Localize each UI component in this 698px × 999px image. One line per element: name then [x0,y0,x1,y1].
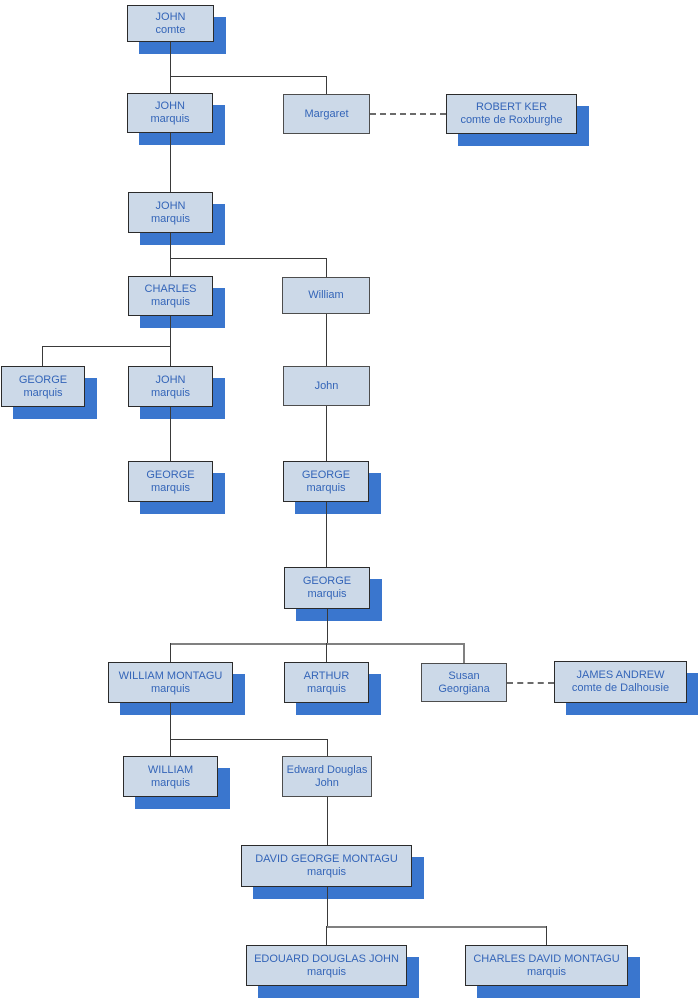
person-name: JAMES ANDREW [576,669,665,681]
person-name: JOHN [155,373,186,386]
person-title: marquis [150,212,191,225]
person-name: William [308,289,344,301]
person-name: WILLIAM MONTAGU [118,669,223,682]
connector-line [327,609,328,643]
connector-line [170,703,171,739]
connector-line [170,407,171,461]
person-name: GEORGE [18,373,68,386]
person-title: marquis [307,588,347,600]
connector-line [170,42,171,76]
connector-line [170,643,464,645]
person-title: marquis [306,481,346,494]
person-box-susan-georgiana[interactable]: Susan Georgiana [421,663,507,702]
connector-line [326,926,327,945]
connector-line [327,887,328,926]
person-name: DAVID GEORGE MONTAGU [255,853,398,865]
connector-line [170,76,326,77]
person-name: GEORGE [302,575,352,587]
person-name: GEORGE [146,468,195,481]
connector-line [170,233,171,258]
connector-line [170,316,171,366]
person-title: marquis [150,386,191,399]
person-name: JOHN [155,199,186,212]
person-title: comte [155,23,186,36]
marriage-dashed-line [370,113,446,115]
person-title: comte de Roxburghe [460,114,563,126]
person-name: Margaret [304,107,349,120]
person-name: CHARLES [144,283,197,295]
connector-line [327,739,328,756]
connector-line [326,643,327,662]
person-title: marquis [150,776,191,789]
connector-line [42,346,170,347]
connector-line [326,258,327,277]
person-name: WILLIAM [147,763,194,776]
person-box-margaret[interactable]: Margaret [283,94,370,134]
connector-line [326,502,327,567]
connector-line [326,926,546,928]
person-title: marquis [150,113,190,125]
person-title: marquis [306,866,347,878]
person-name: CHARLES DAVID MONTAGU [473,952,620,965]
connector-line [42,346,43,366]
connector-line [170,76,171,93]
person-title: marquis [150,481,191,494]
connector-line [326,314,327,366]
person-name: John [314,379,339,392]
person-title: marquis [150,296,191,308]
person-box-edward-douglas-john[interactable]: Edward Douglas John [282,756,372,797]
connector-line [170,643,171,662]
connector-line [546,926,547,945]
person-title: marquis [150,682,191,695]
person-title: marquis [306,682,347,695]
person-name: JOHN [155,10,186,23]
connector-line [327,797,328,845]
person-box-john-2[interactable]: John [283,366,370,406]
person-name: GEORGE [301,468,351,481]
connector-line [170,739,327,740]
connector-line [326,406,327,461]
person-name: ARTHUR [303,669,350,682]
connector-line [326,76,327,94]
connector-line [170,739,171,756]
person-name: JOHN [155,100,185,112]
connector-line [170,258,326,259]
person-title: marquis [526,965,567,978]
connector-line [463,643,465,663]
person-title: marquis [306,965,347,978]
person-name: ROBERT KER [475,101,548,113]
person-box-william-1[interactable]: William [282,277,370,314]
marriage-dashed-line [507,682,554,684]
person-title: comte de Dalhousie [571,682,670,694]
person-name: Susan Georgiana [438,669,490,695]
connector-line [170,258,171,276]
connector-line [170,133,171,192]
person-name: EDOUARD DOUGLAS JOHN [254,952,399,965]
person-name: Edward Douglas John [286,763,368,789]
person-title: marquis [23,386,63,399]
